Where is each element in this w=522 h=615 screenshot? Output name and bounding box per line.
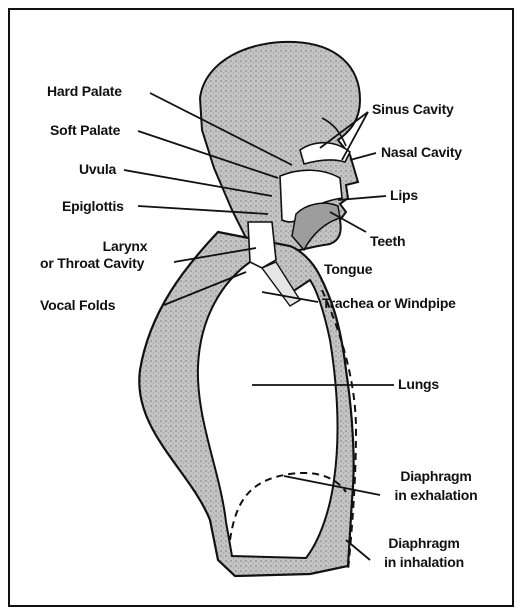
label-diaphragm-exhalation-2: in exhalation — [386, 487, 486, 504]
label-tongue: Tongue — [324, 261, 372, 278]
label-diaphragm-inhalation-2: in inhalation — [374, 554, 474, 571]
label-diaphragm-exhalation-1: Diaphragm — [386, 468, 486, 485]
leader-nasal — [350, 153, 376, 160]
label-uvula: Uvula — [79, 161, 116, 178]
label-teeth: Teeth — [370, 233, 405, 250]
label-lips: Lips — [390, 187, 418, 204]
label-trachea: Trachea or Windpipe — [322, 295, 456, 312]
label-vocal-folds: Vocal Folds — [40, 297, 115, 314]
label-soft-palate: Soft Palate — [50, 122, 120, 139]
label-epiglottis: Epiglottis — [62, 198, 124, 215]
label-nasal-cavity: Nasal Cavity — [381, 144, 462, 161]
throat-passage — [248, 222, 276, 268]
label-larynx: Larynx — [90, 238, 160, 255]
label-sinus-cavity: Sinus Cavity — [372, 101, 454, 118]
label-throat-cavity: or Throat Cavity — [40, 255, 144, 272]
label-hard-palate: Hard Palate — [47, 83, 122, 100]
label-lungs: Lungs — [398, 376, 439, 393]
label-diaphragm-inhalation-1: Diaphragm — [374, 535, 474, 552]
